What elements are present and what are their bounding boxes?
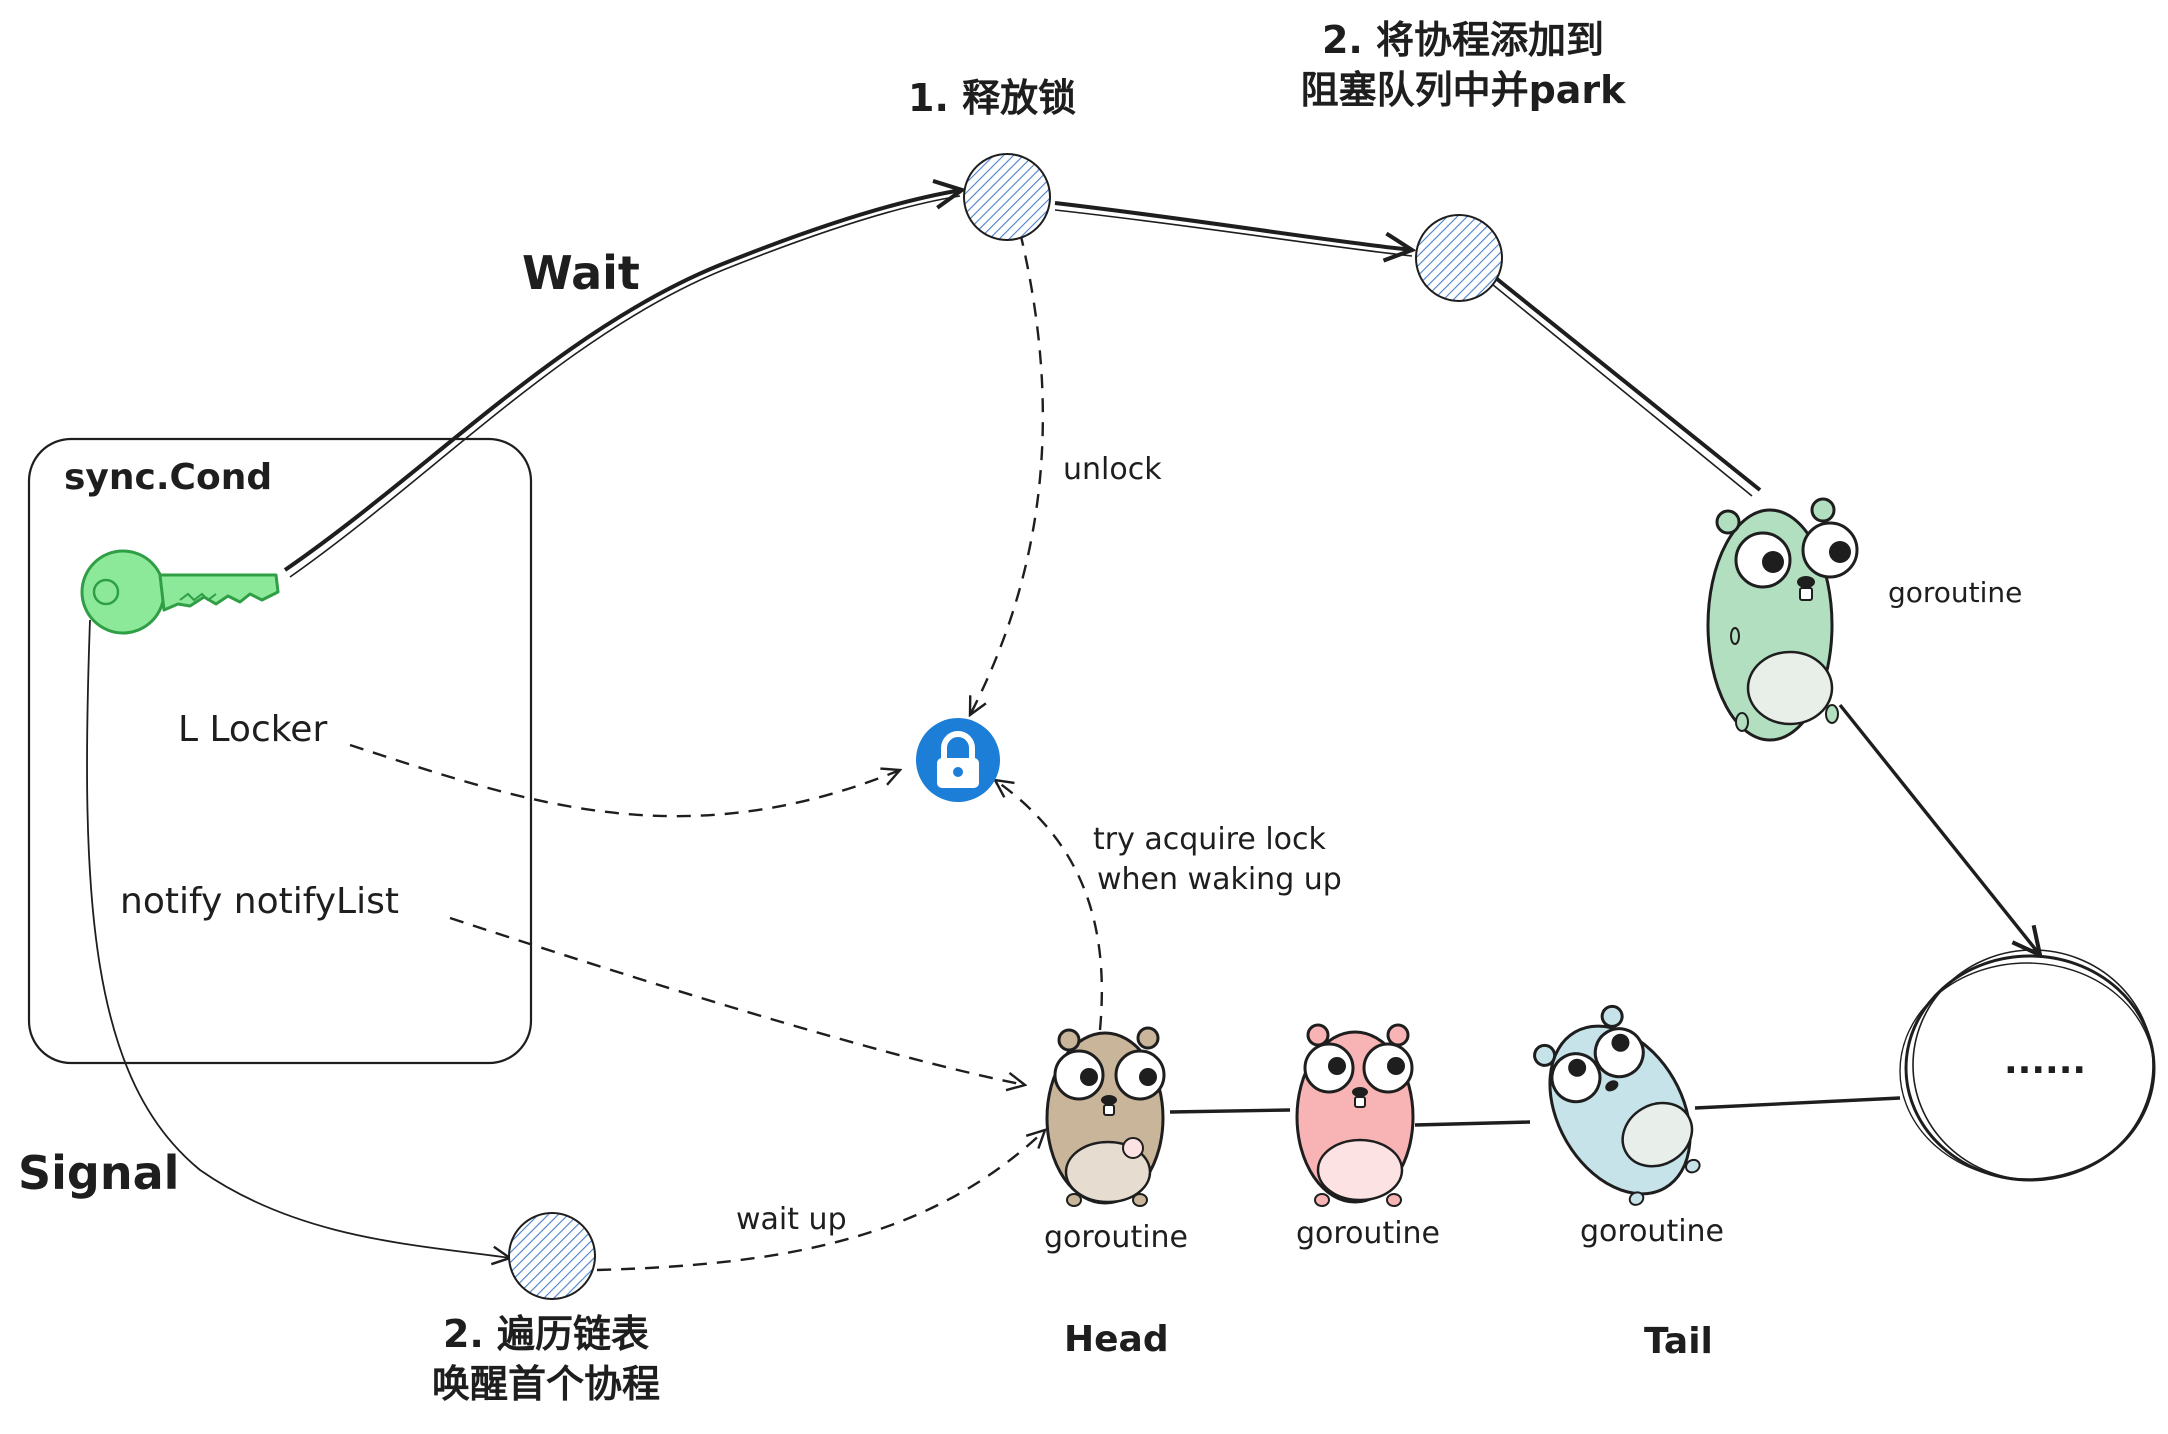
goroutine-head-gopher (1045, 1026, 1166, 1207)
wait-step1-label: 1. 释放锁 (908, 76, 1077, 120)
queue-head-label: Head (1064, 1319, 1169, 1360)
park-arrow (1054, 201, 1412, 250)
goroutine-tail-gopher (1533, 1004, 1701, 1206)
wait-step2-label-line2: 阻塞队列中并park (1300, 68, 1626, 112)
queue-link-1 (1169, 1108, 1291, 1114)
try-acquire-arrow (995, 780, 1104, 1031)
goroutine-head-label: goroutine (1044, 1220, 1189, 1255)
ellipsis-label: ...... (2004, 1041, 2087, 1082)
lock-icon (916, 718, 1000, 802)
queue-tail-label: Tail (1644, 1321, 1713, 1362)
wait-flow-label: Wait (522, 246, 640, 300)
signal-arrow (86, 619, 510, 1258)
locker-field-label: L Locker (178, 709, 328, 750)
signal-step2-label-line2: 唤醒首个协程 (431, 1362, 660, 1406)
goroutine-mid-gopher (1295, 1023, 1415, 1207)
wait-up-edge-label: wait up (736, 1202, 847, 1237)
try-acquire-edge-label-line2: when waking up (1097, 862, 1342, 897)
ellipsis-node (1899, 949, 2156, 1182)
enqueue-line (1490, 273, 1762, 492)
queue-link-3 (1694, 1096, 1901, 1110)
try-acquire-edge-label-line1: try acquire lock (1093, 822, 1326, 857)
signal-step2-label-line1: 2. 遍历链表 (442, 1312, 650, 1356)
wait-step2-node (1415, 214, 1503, 302)
notify-field-label: notify notifyList (120, 881, 399, 922)
queue-link-2 (1414, 1120, 1531, 1127)
append-arrow (1838, 703, 2040, 955)
goroutine-tail-label: goroutine (1580, 1214, 1725, 1249)
goroutine-waiting-label: goroutine (1888, 576, 2023, 609)
wait-step2-label-line1: 2. 将协程添加到 (1321, 18, 1605, 62)
signal-step2-node (508, 1212, 596, 1300)
goroutine-waiting-gopher (1706, 497, 1859, 742)
wait-step1-node (963, 153, 1051, 241)
struct-name-label: sync.Cond (64, 457, 273, 498)
wait-arrow (283, 190, 962, 572)
unlock-arrow (970, 231, 1044, 715)
signal-flow-label: Signal (18, 1146, 180, 1200)
goroutine-mid-label: goroutine (1296, 1216, 1441, 1251)
locker-arrow (349, 743, 900, 818)
unlock-edge-label: unlock (1063, 452, 1162, 487)
wait-up-arrow (596, 1130, 1045, 1272)
sync-cond-box (27, 437, 533, 1065)
notify-arrow (449, 916, 1025, 1085)
key-icon (80, 549, 280, 635)
